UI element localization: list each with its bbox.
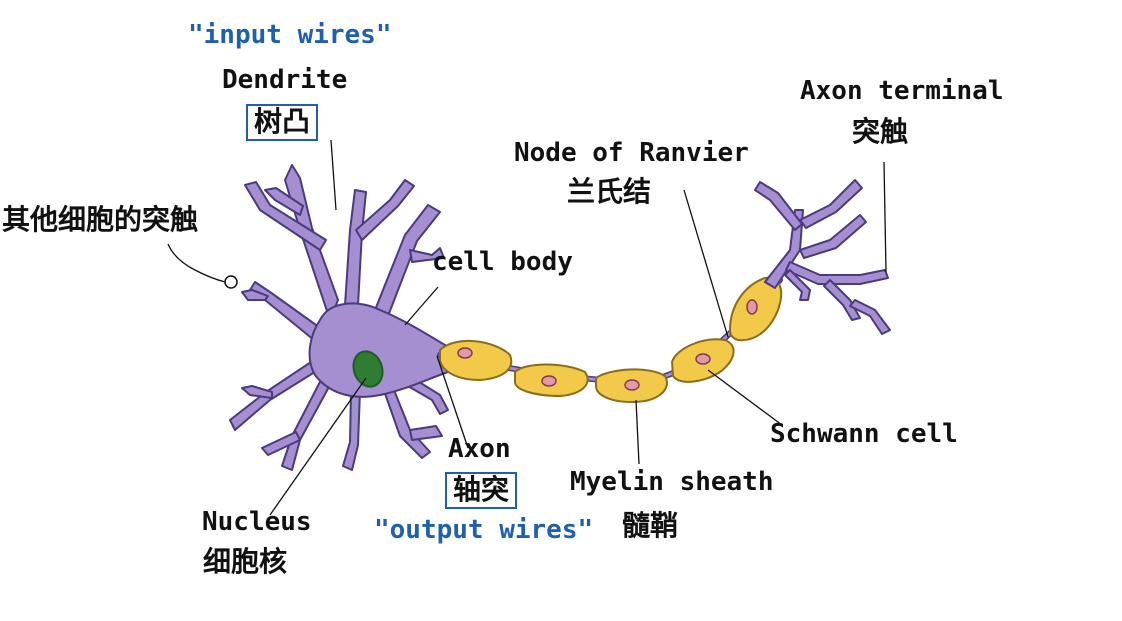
axon-label: Axon xyxy=(448,434,511,464)
cell-body-label: cell body xyxy=(432,247,573,277)
dendrite-cn-label: 树凸 xyxy=(246,104,319,141)
nucleus-cn-label: 细胞核 xyxy=(203,545,288,578)
nucleus-shape xyxy=(352,350,384,388)
axon-terminal-label: Axon terminal xyxy=(800,76,1004,106)
schwann-nuclei xyxy=(457,299,758,391)
node-of-ranvier-cn-label: 兰氏结 xyxy=(567,175,652,208)
dendrites xyxy=(229,164,449,471)
myelin-sheath-cn-label: 髓鞘 xyxy=(622,509,679,542)
dendrite-label: Dendrite xyxy=(222,65,348,95)
node-of-ranvier-label: Node of Ranvier xyxy=(514,138,749,168)
myelin-sheaths xyxy=(439,276,783,404)
input-wires-label: "input wires" xyxy=(188,20,392,50)
axon-terminal-cn-label: 突触 xyxy=(852,115,909,148)
leader-lines xyxy=(167,139,887,516)
schwann-cell-label: Schwann cell xyxy=(770,419,958,449)
output-wires-label: "output wires" xyxy=(374,515,594,545)
myelin-sheath-label: Myelin sheath xyxy=(570,467,774,497)
synapse-connector-icon xyxy=(224,275,238,289)
axon-terminal-branches xyxy=(754,179,891,335)
nucleus-label: Nucleus xyxy=(202,507,312,537)
cell-body xyxy=(308,302,450,398)
axon-cn-label: 轴突 xyxy=(445,472,518,509)
other-synapse-cn-label: 其他细胞的突触 xyxy=(2,203,199,236)
